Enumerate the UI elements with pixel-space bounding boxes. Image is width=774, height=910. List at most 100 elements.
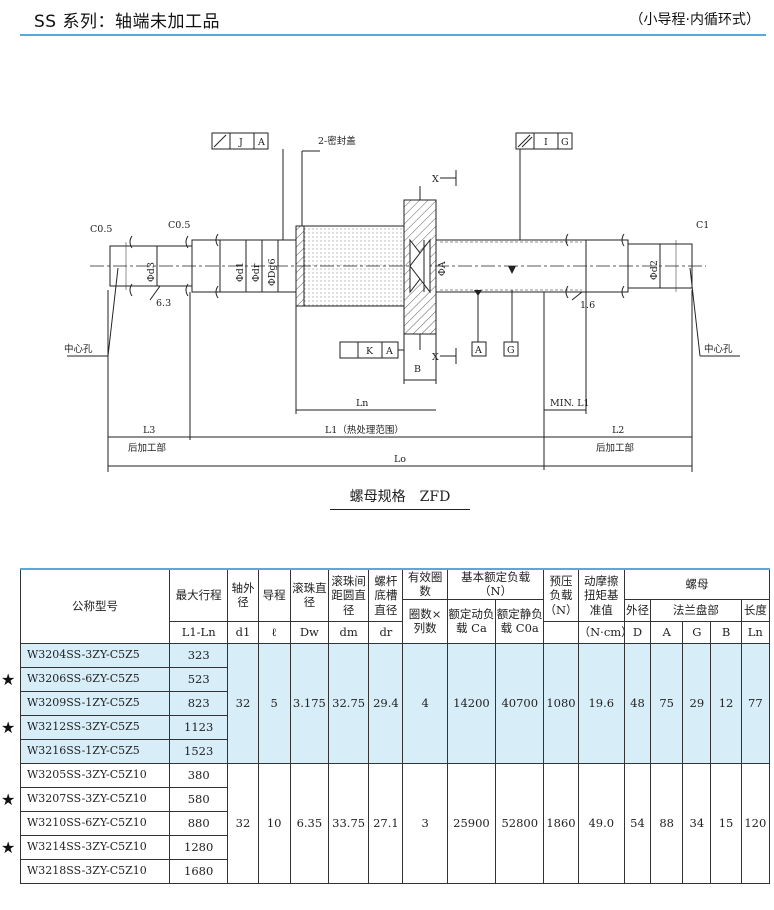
- sym-preload-blank: [543, 620, 579, 644]
- dim-b: B: [414, 364, 421, 375]
- cell-dw: 6.35: [289, 762, 330, 884]
- col-turns: 有效圈数: [402, 567, 448, 600]
- cell-model: ★W3205SS-3ZY-C5Z10: [20, 762, 170, 788]
- sym-a: A: [650, 620, 684, 644]
- fillet-left: 6.3: [156, 298, 171, 309]
- cell-stroke: 880: [168, 810, 229, 836]
- cell-preload: 1080: [543, 642, 579, 764]
- cell-torque: 19.6: [577, 642, 625, 764]
- col-ball: 滚珠直径: [289, 567, 330, 622]
- cell-model: ★W3210SS-6ZY-C5Z10: [20, 810, 170, 836]
- cell-model: ★ W3214SS-3ZY-C5Z10: [1, 834, 170, 860]
- tol-j-datum: A: [257, 137, 265, 148]
- cell-g: 34: [682, 762, 712, 884]
- chamfer-left: C0.5: [90, 224, 112, 235]
- model-label: W3218SS-3ZY-C5Z10: [27, 864, 147, 878]
- dim-lo: Lo: [394, 454, 406, 465]
- cell-d: 54: [623, 762, 652, 884]
- dim-l2: L2: [612, 425, 624, 436]
- spec-table-body: ★W3204SS-3ZY-C5Z53233253.17532.7529.4414…: [1, 642, 771, 884]
- dim-min-l1: MIN. L1: [550, 398, 590, 409]
- sym-ball: Dw: [289, 620, 330, 644]
- cell-ca: 25900: [446, 762, 497, 884]
- cell-a: 88: [650, 762, 684, 884]
- model-label: W3207SS-3ZY-C5Z10: [27, 792, 147, 806]
- model-label: W3205SS-3ZY-C5Z10: [27, 768, 147, 782]
- col-root: 螺杆底槽直径: [368, 567, 404, 622]
- dim-dr: Φdr: [251, 263, 262, 282]
- col-torque: 动摩擦扭矩基准值: [577, 567, 625, 622]
- cell-dr: 27.1: [368, 762, 404, 884]
- col-stat: 额定静负载 C0a: [495, 598, 545, 644]
- page-subtitle: （小导程·内循环式）: [629, 12, 760, 28]
- chamfer-right: C1: [696, 220, 709, 231]
- star-icon: ★: [1, 669, 16, 689]
- cell-g: 29: [682, 642, 712, 764]
- cell-model: ★ W3207SS-3ZY-C5Z10: [1, 786, 170, 812]
- cell-dr: 29.4: [368, 642, 404, 764]
- seal-label: 2-密封盖: [318, 135, 356, 147]
- cell-preload: 1860: [543, 762, 579, 884]
- star-icon: ★: [1, 717, 16, 737]
- cell-stroke: 1680: [168, 858, 229, 884]
- col-load: 基本额定负载（N）: [446, 567, 545, 600]
- col-outer: 外径: [623, 598, 652, 622]
- sym-root: dr: [368, 620, 404, 644]
- datum-a: A: [474, 345, 482, 356]
- cell-model: ★W3204SS-3ZY-C5Z5: [20, 642, 170, 668]
- section-x-bottom: X: [432, 352, 439, 363]
- cell-d1: 32: [227, 642, 259, 764]
- table-row: ★W3205SS-3ZY-C5Z1038032106.3533.7527.132…: [20, 762, 771, 884]
- table-row: ★ W3206SS-6ZY-C5Z5 523: [1, 666, 770, 692]
- nut-spec-caption: 螺母规格 ZFD: [330, 486, 470, 510]
- dim-a: ΦA: [437, 261, 448, 276]
- cell-a: 75: [650, 642, 684, 764]
- tol-i-datum: G: [561, 137, 569, 148]
- col-pcd: 滚珠间距圆直径: [327, 567, 370, 622]
- cell-stroke: 523: [168, 666, 229, 692]
- sym-stroke: L1-Ln: [168, 620, 229, 644]
- star-icon: ★: [1, 837, 16, 857]
- cell-stroke: 323: [168, 642, 229, 668]
- model-label: W3214SS-3ZY-C5Z10: [27, 840, 147, 854]
- spec-table: 公称型号 最大行程 轴外径 导程 滚珠直径 滚珠间距圆直径 螺杆底槽直径 有效圈…: [1, 567, 771, 884]
- center-hole-right: 中心孔: [704, 343, 733, 355]
- header-rule: [20, 34, 766, 36]
- dim-l1: L1（热处理范围）: [325, 424, 404, 436]
- col-shaft: 轴外径: [227, 567, 259, 622]
- col-stroke: 最大行程: [168, 567, 229, 622]
- tol-k-datum: A: [385, 346, 393, 357]
- cell-model: ★W3212SS-3ZY-C5Z5: [1, 714, 170, 740]
- center-hole-left: 中心孔: [64, 343, 93, 355]
- sym-lead: ℓ: [257, 620, 291, 644]
- cell-lead: 5: [257, 642, 291, 764]
- cell-d1: 32: [227, 762, 259, 884]
- col-flange: 法兰盘部: [650, 598, 742, 622]
- cell-stroke: 380: [168, 762, 229, 788]
- post-process-left: 后加工部: [128, 442, 166, 454]
- cell-lead: 10: [257, 762, 291, 884]
- sym-shaft: d1: [227, 620, 259, 644]
- col-model: 公称型号: [20, 567, 170, 644]
- tol-i-label: I: [544, 137, 548, 148]
- cell-d: 48: [623, 642, 652, 764]
- cell-b: 15: [710, 762, 742, 884]
- model-label: W3209SS-1ZY-C5Z5: [27, 696, 140, 710]
- model-label: W3206SS-6ZY-C5Z5: [27, 672, 140, 686]
- page-title: SS 系列：轴端未加工品: [34, 12, 220, 32]
- col-nut: 螺母: [623, 567, 771, 600]
- cell-dw: 3.175: [289, 642, 330, 764]
- cell-c0a: 52800: [495, 762, 545, 884]
- star-icon: ★: [1, 789, 16, 809]
- cell-ln: 77: [740, 642, 771, 764]
- dim-ln: Ln: [356, 398, 368, 409]
- model-label: W3216SS-1ZY-C5Z5: [27, 744, 140, 758]
- page-header: SS 系列：轴端未加工品 （小导程·内循环式）: [0, 0, 774, 36]
- cell-stroke: 580: [168, 786, 229, 812]
- col-dyn: 额定动负载 Ca: [446, 598, 497, 644]
- cell-stroke: 1523: [168, 738, 229, 764]
